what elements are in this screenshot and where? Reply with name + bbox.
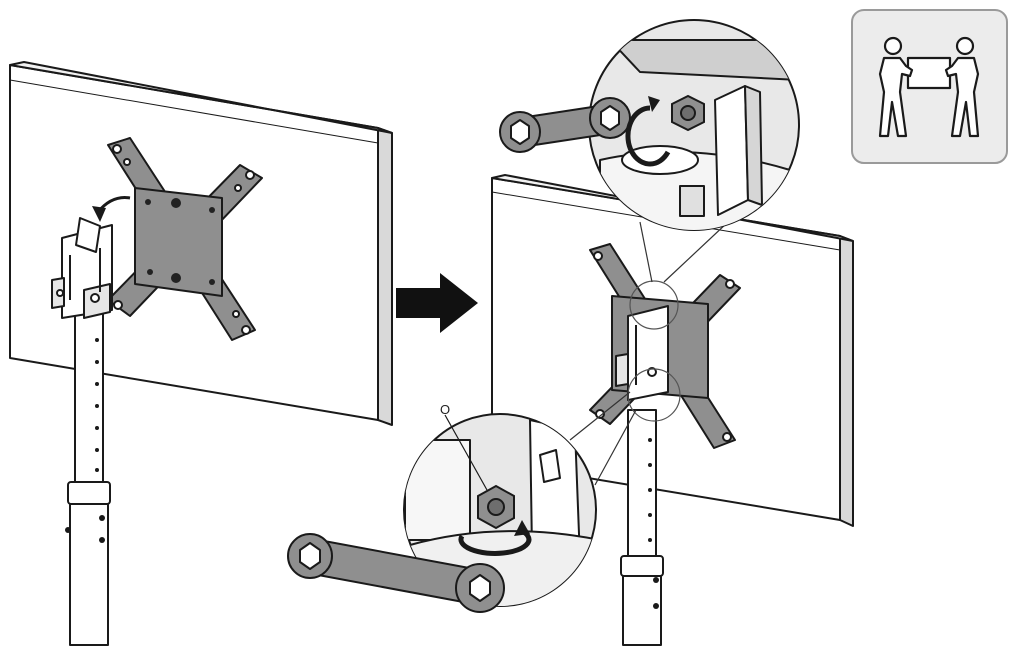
callout-label: O	[440, 402, 450, 417]
top-nut-highlight	[629, 280, 679, 330]
callout-leader-lines	[569, 221, 729, 486]
right-arrow-icon	[396, 273, 478, 333]
top-detail-callout	[499, 19, 800, 231]
vesa-bracket-icon	[107, 137, 263, 341]
pole-head-bracket	[615, 305, 669, 401]
hang-direction-arrow-icon	[92, 196, 131, 222]
right-scene	[491, 174, 854, 646]
bottom-detail-callout: O	[287, 402, 597, 613]
bottom-nut-highlight	[627, 368, 681, 422]
hex-nut-icon	[671, 94, 705, 132]
wrench-icon	[287, 533, 505, 613]
hex-nut-icon	[477, 484, 515, 530]
left-scene	[9, 61, 393, 646]
stand-pole-icon	[65, 299, 111, 646]
two-person-lift-icon	[851, 9, 1008, 164]
pole-head-bracket	[51, 217, 113, 319]
rotation-arrow-icon	[458, 520, 532, 556]
callout-label-leader	[444, 414, 488, 491]
wrench-icon	[499, 97, 631, 153]
rotation-arrow-icon	[625, 96, 671, 167]
stand-pole-icon	[620, 409, 664, 646]
